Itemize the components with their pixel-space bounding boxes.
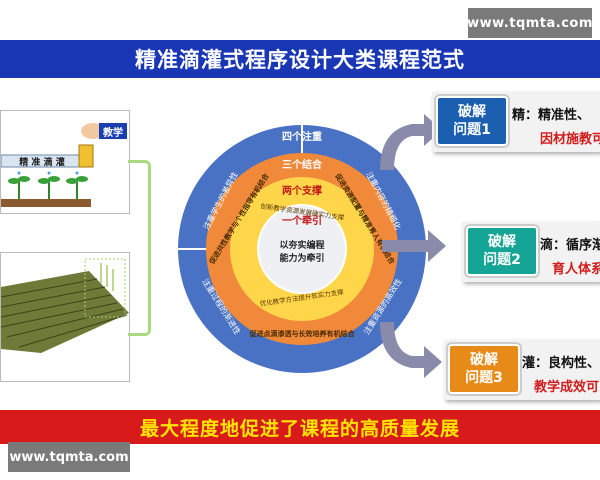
third-ring-label: 三个结合: [282, 158, 323, 171]
problem-box-1-line2: 问题1: [453, 122, 491, 138]
problem-sub-2: 育人体系: [552, 262, 600, 277]
arrow-down-icon: [380, 322, 442, 378]
problem-box-1: 破解 问题1: [436, 96, 508, 146]
problem-text-2: 滴：循序渐: [540, 238, 600, 253]
problem-box-2-line2: 问题2: [483, 252, 521, 268]
footer-banner: 最大程度地促进了课程的高质量发展: [0, 410, 600, 444]
outer-ring-label: 四个注重: [282, 130, 322, 143]
third-item-3: 促进点滴渗透与长效培养有机结合: [249, 329, 356, 338]
problem-box-2-line1: 破解: [488, 234, 516, 250]
problem-box-1-line1: 破解: [458, 104, 486, 120]
arrow-up-icon: [380, 114, 442, 170]
field-illustration: [0, 252, 130, 382]
problem-sub-1: 因材施教可: [540, 132, 600, 147]
funnel-shape: [78, 144, 94, 168]
drip-irrigation-illustration: 教学 精 准 滴 灌: [0, 110, 130, 214]
inner-text-2: 能力为牵引: [279, 252, 324, 264]
page-title: 精准滴灌式程序设计大类课程范式: [0, 40, 600, 78]
problem-box-3: 破解 问题3: [448, 344, 520, 394]
problem-text-1: 精：精准性、: [512, 108, 591, 123]
ring-diagram: 四个注重 三个结合 两个支撑 一个牵引 以夯实编程 能力为牵引 注重学生的差异性…: [178, 125, 426, 373]
problem-box-2: 破解 问题2: [466, 226, 538, 276]
arrow-right-icon: [382, 230, 446, 262]
field-rows: [1, 278, 128, 348]
problem-text-3: 灌：良构性、: [522, 356, 600, 371]
arrows: [380, 114, 446, 378]
seedling-icons: [8, 171, 88, 199]
center-circle: [257, 204, 347, 294]
field-drawing: [1, 253, 129, 381]
inner-text-1: 以夯实编程: [279, 239, 324, 251]
soil-shape: [1, 199, 91, 207]
second-ring-label: 两个支撑: [282, 184, 322, 197]
problem-sub-3: 教学成效可: [534, 380, 600, 395]
connector-bracket: [128, 160, 151, 336]
zoom-box: [84, 258, 126, 318]
problem-box-3-line2: 问题3: [465, 370, 503, 386]
pipe-label: 精 准 滴 灌: [19, 157, 65, 168]
inner-label: 一个牵引: [282, 214, 322, 227]
watermark-bottom: www.tqmta.com: [8, 442, 130, 472]
watermark-top: www.tqmta.com: [467, 8, 592, 38]
teaching-tag: 教学: [99, 123, 127, 139]
plant-stalks: [100, 263, 114, 291]
problem-box-3-line1: 破解: [470, 352, 498, 368]
